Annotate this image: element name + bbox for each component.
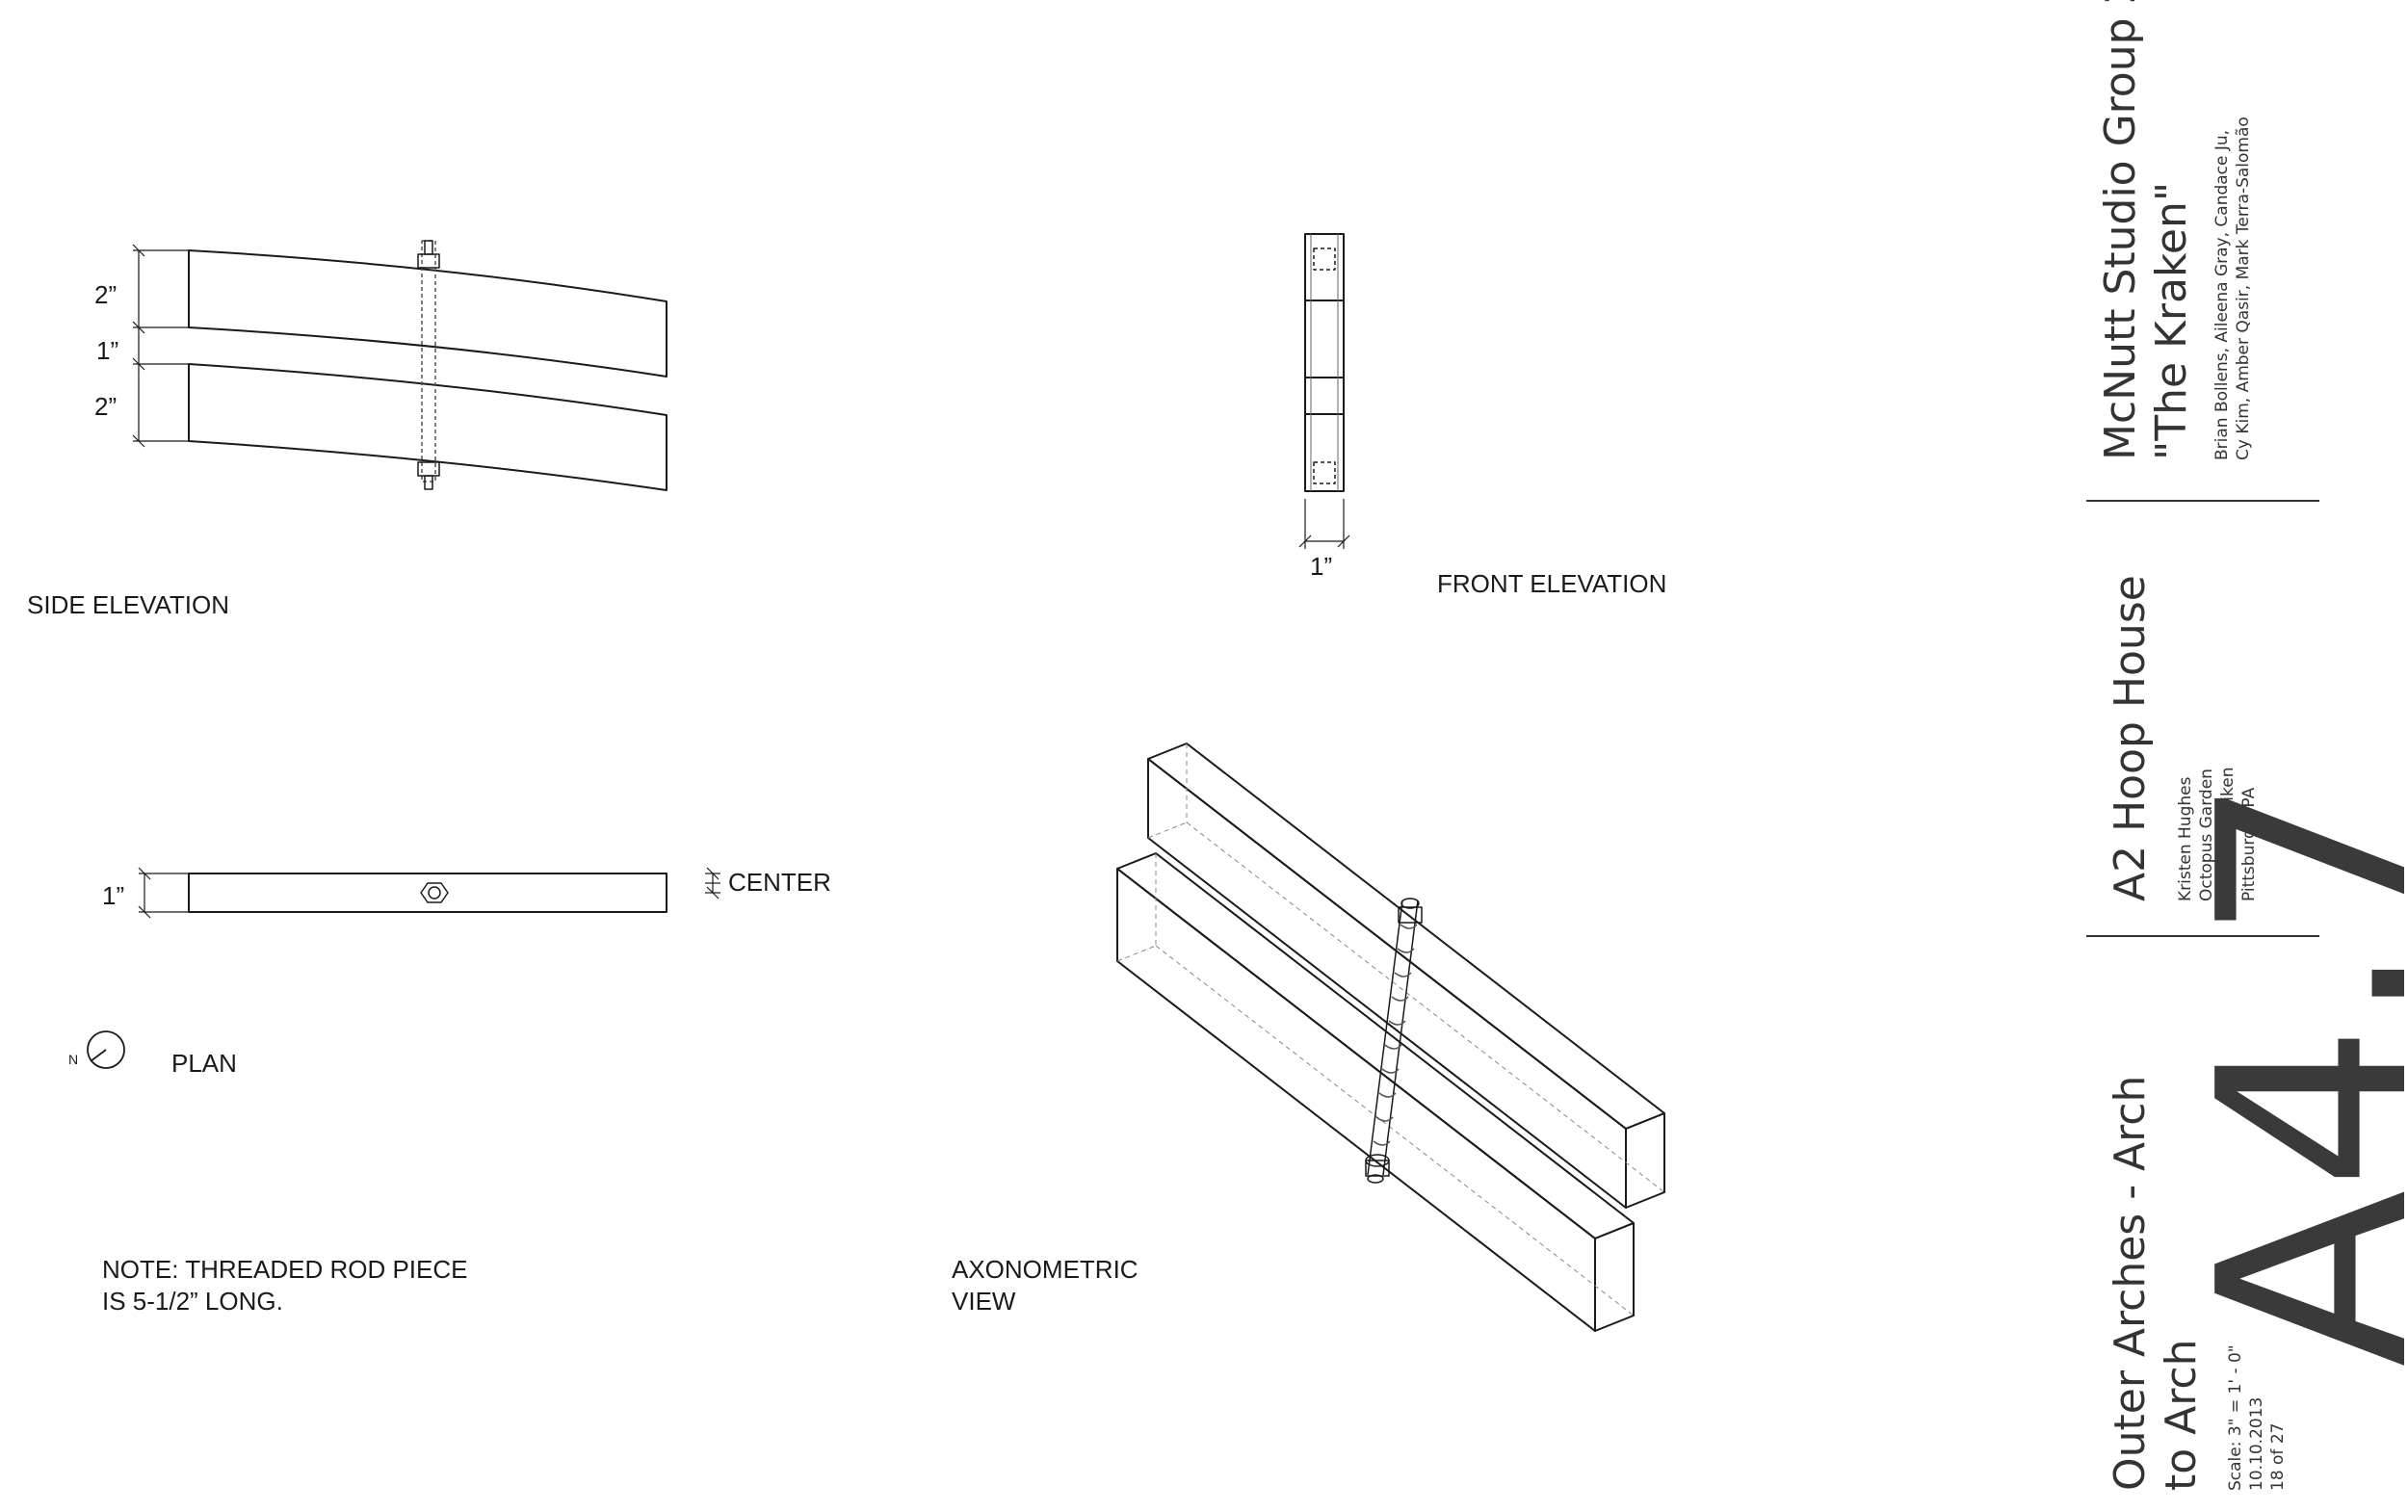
side-bottom-board-dimension: 2” bbox=[94, 392, 118, 421]
axo-upper-board bbox=[1147, 743, 1665, 1209]
axonometric-drawing bbox=[1116, 743, 1665, 1332]
side-gap-dimension: 1” bbox=[96, 336, 119, 365]
north-label: N bbox=[68, 1052, 79, 1067]
side-elevation-label: SIDE ELEVATION bbox=[27, 590, 229, 619]
plan-width-dimension: 1” bbox=[102, 881, 125, 910]
front-elevation-drawing bbox=[1298, 233, 1350, 549]
group-title-line-2: "The Kraken" bbox=[2146, 181, 2196, 460]
axo-threaded-rod bbox=[1365, 898, 1423, 1184]
note-line-1: NOTE: THREADED ROD PIECE bbox=[102, 1255, 468, 1284]
plan-label: PLAN bbox=[171, 1049, 237, 1078]
threaded-rod-note: NOTE: THREADED ROD PIECE IS 5-1/2” LONG. bbox=[102, 1254, 467, 1316]
side-dimension-line bbox=[132, 244, 189, 448]
axonometric-view-label: AXONOMETRIC VIEW bbox=[952, 1254, 1139, 1316]
plan-hex-nut bbox=[420, 882, 449, 903]
front-width-dimension: 1” bbox=[1310, 552, 1333, 581]
team-members: Brian Bollens, Aileena Gray, Candace Ju,… bbox=[2212, 117, 2254, 460]
axonometric-label-line-2: VIEW bbox=[952, 1286, 1016, 1316]
plan-drawing bbox=[87, 867, 720, 1069]
upper-arch-board bbox=[188, 249, 667, 378]
team-line-1: Brian Bollens, Aileena Gray, Candace Ju, bbox=[2212, 129, 2232, 460]
side-threaded-rod bbox=[417, 240, 440, 490]
plan-dimension-line bbox=[138, 867, 720, 919]
lower-arch-board bbox=[188, 363, 667, 491]
project-title: A2 Hoop House bbox=[2106, 575, 2155, 901]
title-block-rules bbox=[2086, 500, 2319, 937]
group-title: McNutt Studio Group 2 "The Kraken" bbox=[2096, 0, 2198, 460]
sheet-title-line-1: Outer Arches - Arch bbox=[2106, 1075, 2155, 1491]
group-title-line-1: McNutt Studio Group 2 bbox=[2096, 0, 2145, 460]
axonometric-label-line-1: AXONOMETRIC bbox=[952, 1255, 1139, 1284]
front-elevation-label: FRONT ELEVATION bbox=[1437, 569, 1667, 598]
north-arrow bbox=[87, 1030, 125, 1069]
axo-lower-board bbox=[1116, 852, 1635, 1332]
team-line-2: Cy Kim, Amber Qasir, Mark Terra-Salomão bbox=[2234, 117, 2254, 460]
front-dimension-line bbox=[1298, 499, 1350, 549]
side-elevation-drawing bbox=[132, 240, 667, 491]
side-top-board-dimension: 2” bbox=[94, 280, 118, 309]
note-line-2: IS 5-1/2” LONG. bbox=[102, 1286, 283, 1316]
sheet-number: A4.7 bbox=[2162, 775, 2408, 1368]
plan-center-label: CENTER bbox=[728, 868, 831, 897]
